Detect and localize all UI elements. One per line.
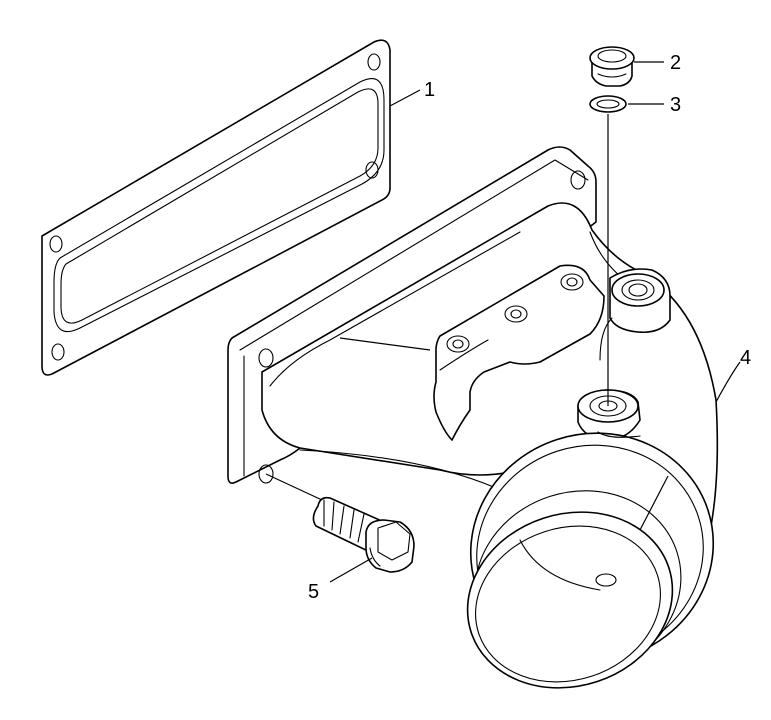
leader-line-1 [389, 89, 421, 107]
callout-2: 2 [670, 52, 681, 74]
pointer-line-bolt [265, 473, 323, 501]
pointer-line-flange [339, 337, 431, 351]
callout-labels: 1 2 3 4 5 [308, 52, 751, 603]
bolt-part [312, 496, 415, 573]
o-ring-part [589, 95, 627, 113]
callout-3: 3 [670, 94, 681, 116]
callout-5: 5 [308, 581, 319, 603]
plug-part [589, 46, 635, 87]
leader-line-4 [715, 361, 741, 403]
leader-line-5 [329, 557, 373, 583]
callout-4: 4 [740, 347, 751, 369]
pointer-line-collar [639, 475, 669, 531]
gasket-part [41, 39, 391, 376]
housing-part [227, 146, 719, 689]
leader-lines [265, 61, 741, 583]
callout-1: 1 [424, 79, 435, 101]
